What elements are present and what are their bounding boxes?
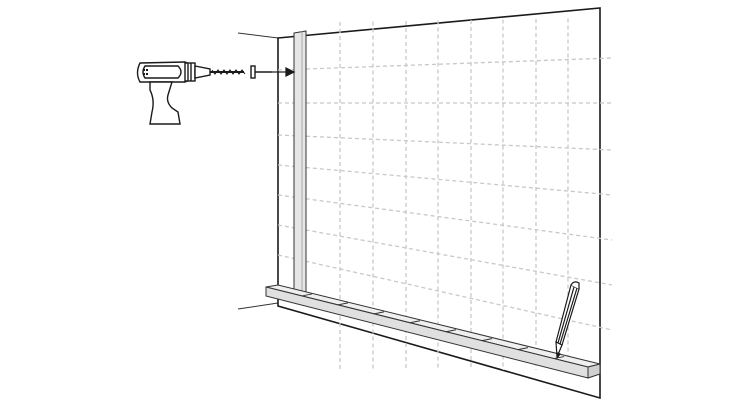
measure-mark [517,347,529,351]
screw-icon [250,65,272,79]
pencil-icon [555,281,580,359]
drill-icon [136,61,246,125]
ledger-measure-marks [301,293,565,360]
grid-line-horizontal [277,224,613,286]
horizontal-ledger-board [265,284,601,379]
grid-line-horizontal [277,194,613,241]
measure-mark [337,302,349,306]
wall-panel [277,7,601,400]
measure-mark [373,311,385,315]
vertical-batten [293,30,307,298]
measure-mark [481,338,493,342]
measure-mark [445,329,457,333]
measure-mark [409,320,421,324]
measure-mark [301,293,313,297]
measure-mark [553,356,565,360]
grid-line-horizontal [277,254,613,331]
arrow-icon [272,67,296,77]
room-corner-lines [237,32,279,310]
